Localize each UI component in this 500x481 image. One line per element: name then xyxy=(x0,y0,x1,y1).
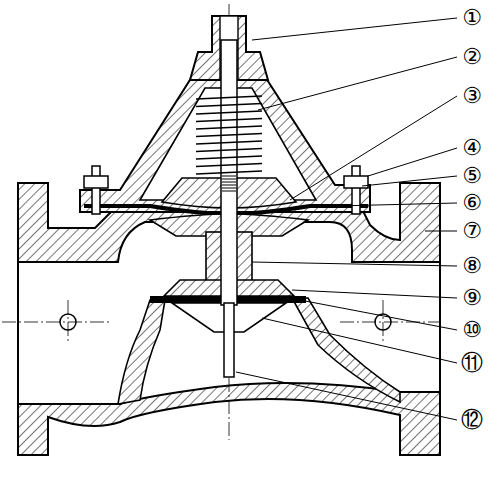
callout-number: ⑩ xyxy=(461,319,483,341)
spring-coil xyxy=(196,141,262,144)
callout-number: ⑪ xyxy=(460,352,484,374)
thread-line xyxy=(222,185,236,186)
callout-number: ③ xyxy=(461,85,483,107)
guide-stem xyxy=(224,303,234,377)
callout-number: ① xyxy=(461,7,483,29)
spring-coil xyxy=(196,96,262,99)
callout-number: ⑫ xyxy=(460,409,484,431)
center-lines xyxy=(2,4,440,440)
thread-line xyxy=(222,191,236,192)
thread-line xyxy=(222,188,236,189)
seat-lip-left xyxy=(118,300,165,404)
spring-coil xyxy=(196,134,262,137)
spring-coil xyxy=(196,126,262,129)
seat-lip-right xyxy=(292,298,400,402)
thread-line xyxy=(222,179,236,180)
spring-coil xyxy=(196,111,262,114)
spring-coil xyxy=(196,171,262,174)
callout-number: ⑤ xyxy=(461,165,483,187)
callout-number: ⑥ xyxy=(461,192,483,214)
spring-coil xyxy=(196,119,262,122)
stem-thread xyxy=(222,176,236,191)
spring-coil xyxy=(196,156,262,159)
spring-coils xyxy=(196,96,262,174)
spring-coil xyxy=(196,149,262,152)
callout-number: ④ xyxy=(461,137,483,159)
thread-line xyxy=(222,182,236,183)
callout-number: ⑧ xyxy=(461,255,483,277)
callout-number: ② xyxy=(461,46,483,68)
spring-coil xyxy=(196,164,262,167)
callout-number: ⑦ xyxy=(461,220,483,242)
spring-coil xyxy=(196,104,262,107)
callout-number: ⑨ xyxy=(461,287,483,309)
leader-lines xyxy=(236,18,457,420)
thread-line xyxy=(222,176,236,177)
